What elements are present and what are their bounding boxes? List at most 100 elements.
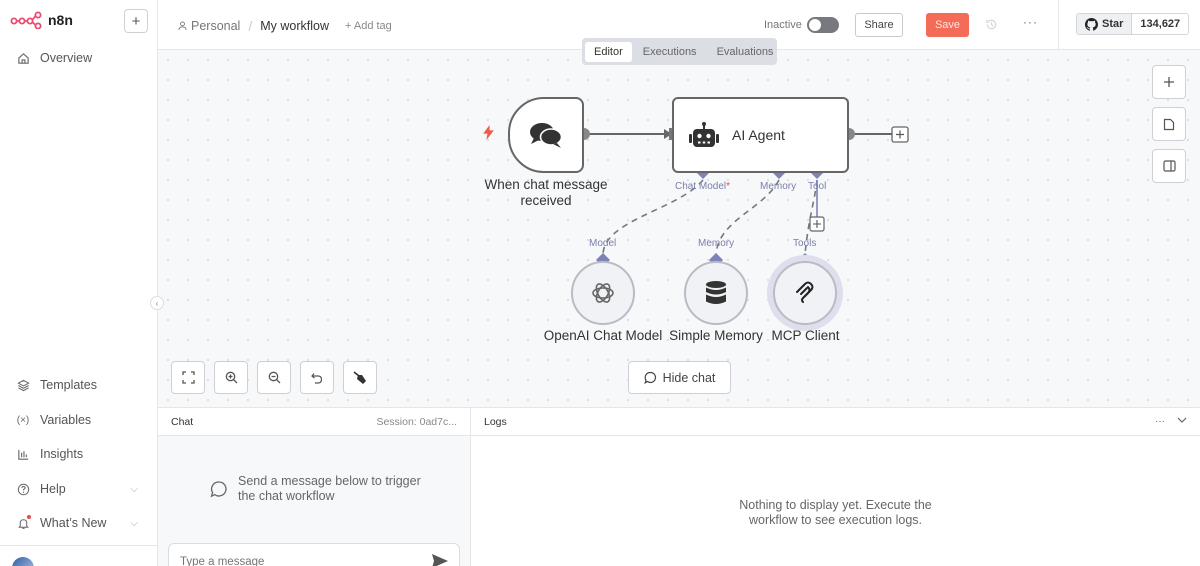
templates-icon	[16, 378, 30, 392]
chat-message-input[interactable]	[180, 556, 420, 566]
create-new-button[interactable]: +	[124, 9, 148, 33]
github-icon	[1085, 17, 1098, 31]
fit-view-button[interactable]	[171, 361, 205, 394]
undo-icon	[311, 372, 323, 384]
tab-evaluations[interactable]: Evaluations	[716, 45, 774, 58]
agent-node-label: AI Agent	[732, 127, 785, 143]
port-label-model: Model	[589, 238, 617, 249]
breadcrumb-project[interactable]: Personal	[178, 19, 240, 33]
database-icon	[706, 281, 726, 304]
chat-bubbles-icon	[530, 123, 563, 148]
robot-icon	[689, 122, 719, 147]
chat-empty-message: Send a message below to trigger the chat…	[238, 474, 421, 503]
zoom-in-icon	[225, 371, 237, 384]
sidebar-item-templates[interactable]: Templates	[16, 378, 136, 392]
mcp-node-label: MCP Client	[771, 328, 840, 343]
chat-input-box[interactable]	[168, 543, 460, 566]
sidebar-item-label: Help	[40, 482, 66, 496]
collapse-sidebar-button[interactable]: ‹	[150, 296, 164, 310]
sidebar-item-label: Templates	[40, 378, 97, 392]
panel-icon	[1162, 160, 1176, 172]
agent-input-port[interactable]	[669, 128, 674, 140]
toggle-knob	[809, 19, 821, 31]
connection-memory[interactable]	[715, 179, 780, 256]
node-mcp-client[interactable]	[773, 261, 837, 325]
variables-icon: (×)	[16, 414, 30, 426]
logs-empty-state: Nothing to display yet. Execute the work…	[739, 498, 932, 527]
add-node-button[interactable]	[1152, 65, 1186, 99]
chat-bubble-icon	[210, 481, 227, 498]
sidebar-item-label: Insights	[40, 447, 84, 461]
n8n-logo-icon	[10, 11, 42, 29]
bell-icon	[16, 515, 31, 530]
hide-chat-button[interactable]: Hide chat	[628, 361, 731, 394]
node-simple-memory[interactable]	[684, 261, 748, 325]
sidebar-divider	[0, 545, 158, 546]
home-icon	[16, 51, 30, 65]
github-star-label: Star	[1102, 18, 1124, 30]
more-options-icon[interactable]: ···	[1155, 416, 1165, 427]
port-label-chat-model: Chat Model*	[675, 181, 731, 192]
sidebar-item-overview[interactable]: Overview	[16, 51, 136, 65]
fit-view-icon	[181, 371, 195, 384]
sidebar-item-help[interactable]: Help ⌵	[16, 482, 138, 496]
active-toggle[interactable]	[807, 17, 839, 33]
logs-panel-title: Logs	[484, 415, 507, 428]
openai-node-label: OpenAI Chat Model	[543, 328, 663, 343]
memory-node-label: Simple Memory	[669, 328, 763, 343]
undo-button[interactable]	[300, 361, 334, 394]
logs-panel: Logs ··· Nothing to display yet. Execute…	[471, 407, 1200, 566]
canvas-zoom-toolbar	[171, 361, 377, 394]
user-icon	[178, 21, 187, 31]
plus-icon	[813, 220, 821, 228]
tab-editor[interactable]: Editor	[585, 41, 632, 62]
sidebar: n8n + Overview Templates (×) Variables I…	[0, 0, 158, 566]
brand-name: n8n	[48, 12, 73, 28]
toggle-panel-button[interactable]	[1152, 149, 1186, 183]
more-options-icon[interactable]: ···	[1023, 15, 1038, 29]
sidebar-item-whats-new[interactable]: What’s New ⌵	[16, 515, 138, 530]
history-icon[interactable]	[984, 17, 998, 31]
session-id[interactable]: Session: 0ad7c...	[376, 415, 457, 428]
tidy-up-button[interactable]	[343, 361, 377, 394]
chat-empty-state: Send a message below to trigger the chat…	[210, 474, 428, 504]
node-chat-trigger[interactable]	[508, 97, 584, 173]
notification-dot	[27, 515, 31, 519]
sidebar-item-label: Variables	[40, 413, 92, 427]
workflow-canvas[interactable]: When chat message received AI Agent Chat…	[158, 50, 1200, 407]
active-status-label: Inactive	[764, 19, 802, 31]
github-star-button[interactable]: Star 134,627	[1076, 13, 1190, 35]
logo[interactable]: n8n	[10, 11, 73, 29]
help-icon	[16, 482, 30, 496]
collapse-panel-icon[interactable]	[1177, 416, 1187, 427]
zoom-in-button[interactable]	[214, 361, 248, 394]
sidebar-item-variables[interactable]: (×) Variables	[16, 413, 136, 427]
chevron-down-icon: ⌵	[130, 517, 138, 529]
sidebar-item-label: Overview	[40, 51, 93, 65]
share-button[interactable]: Share	[855, 13, 903, 37]
header-divider	[1058, 0, 1059, 50]
port-label-tools: Tools	[793, 238, 817, 249]
logs-panel-actions: ···	[1155, 416, 1187, 427]
workflow-name[interactable]: My workflow	[260, 19, 329, 33]
trigger-node-label: When chat message received	[484, 177, 608, 208]
sticky-note-icon	[1163, 118, 1175, 130]
zoom-out-button[interactable]	[257, 361, 291, 394]
connection-model[interactable]	[602, 179, 704, 256]
send-icon[interactable]	[431, 553, 449, 566]
save-button[interactable]: Save	[926, 13, 969, 37]
breadcrumb: Personal / My workflow + Add tag	[178, 18, 392, 34]
logs-panel-header: Logs ···	[471, 408, 1200, 436]
github-star[interactable]: Star	[1077, 14, 1133, 34]
hide-chat-label: Hide chat	[662, 370, 716, 385]
github-star-count[interactable]: 134,627	[1132, 14, 1189, 34]
node-openai-chat-model[interactable]	[571, 261, 635, 325]
node-ai-agent[interactable]: AI Agent	[672, 97, 849, 173]
chat-panel: Chat Session: 0ad7c... Send a message be…	[158, 407, 471, 566]
add-tag-button[interactable]: + Add tag	[345, 20, 392, 32]
user-avatar[interactable]	[12, 557, 34, 566]
sidebar-item-insights[interactable]: Insights	[16, 447, 136, 461]
tab-executions[interactable]: Executions	[642, 45, 697, 58]
add-sticky-note-button[interactable]	[1152, 107, 1186, 141]
